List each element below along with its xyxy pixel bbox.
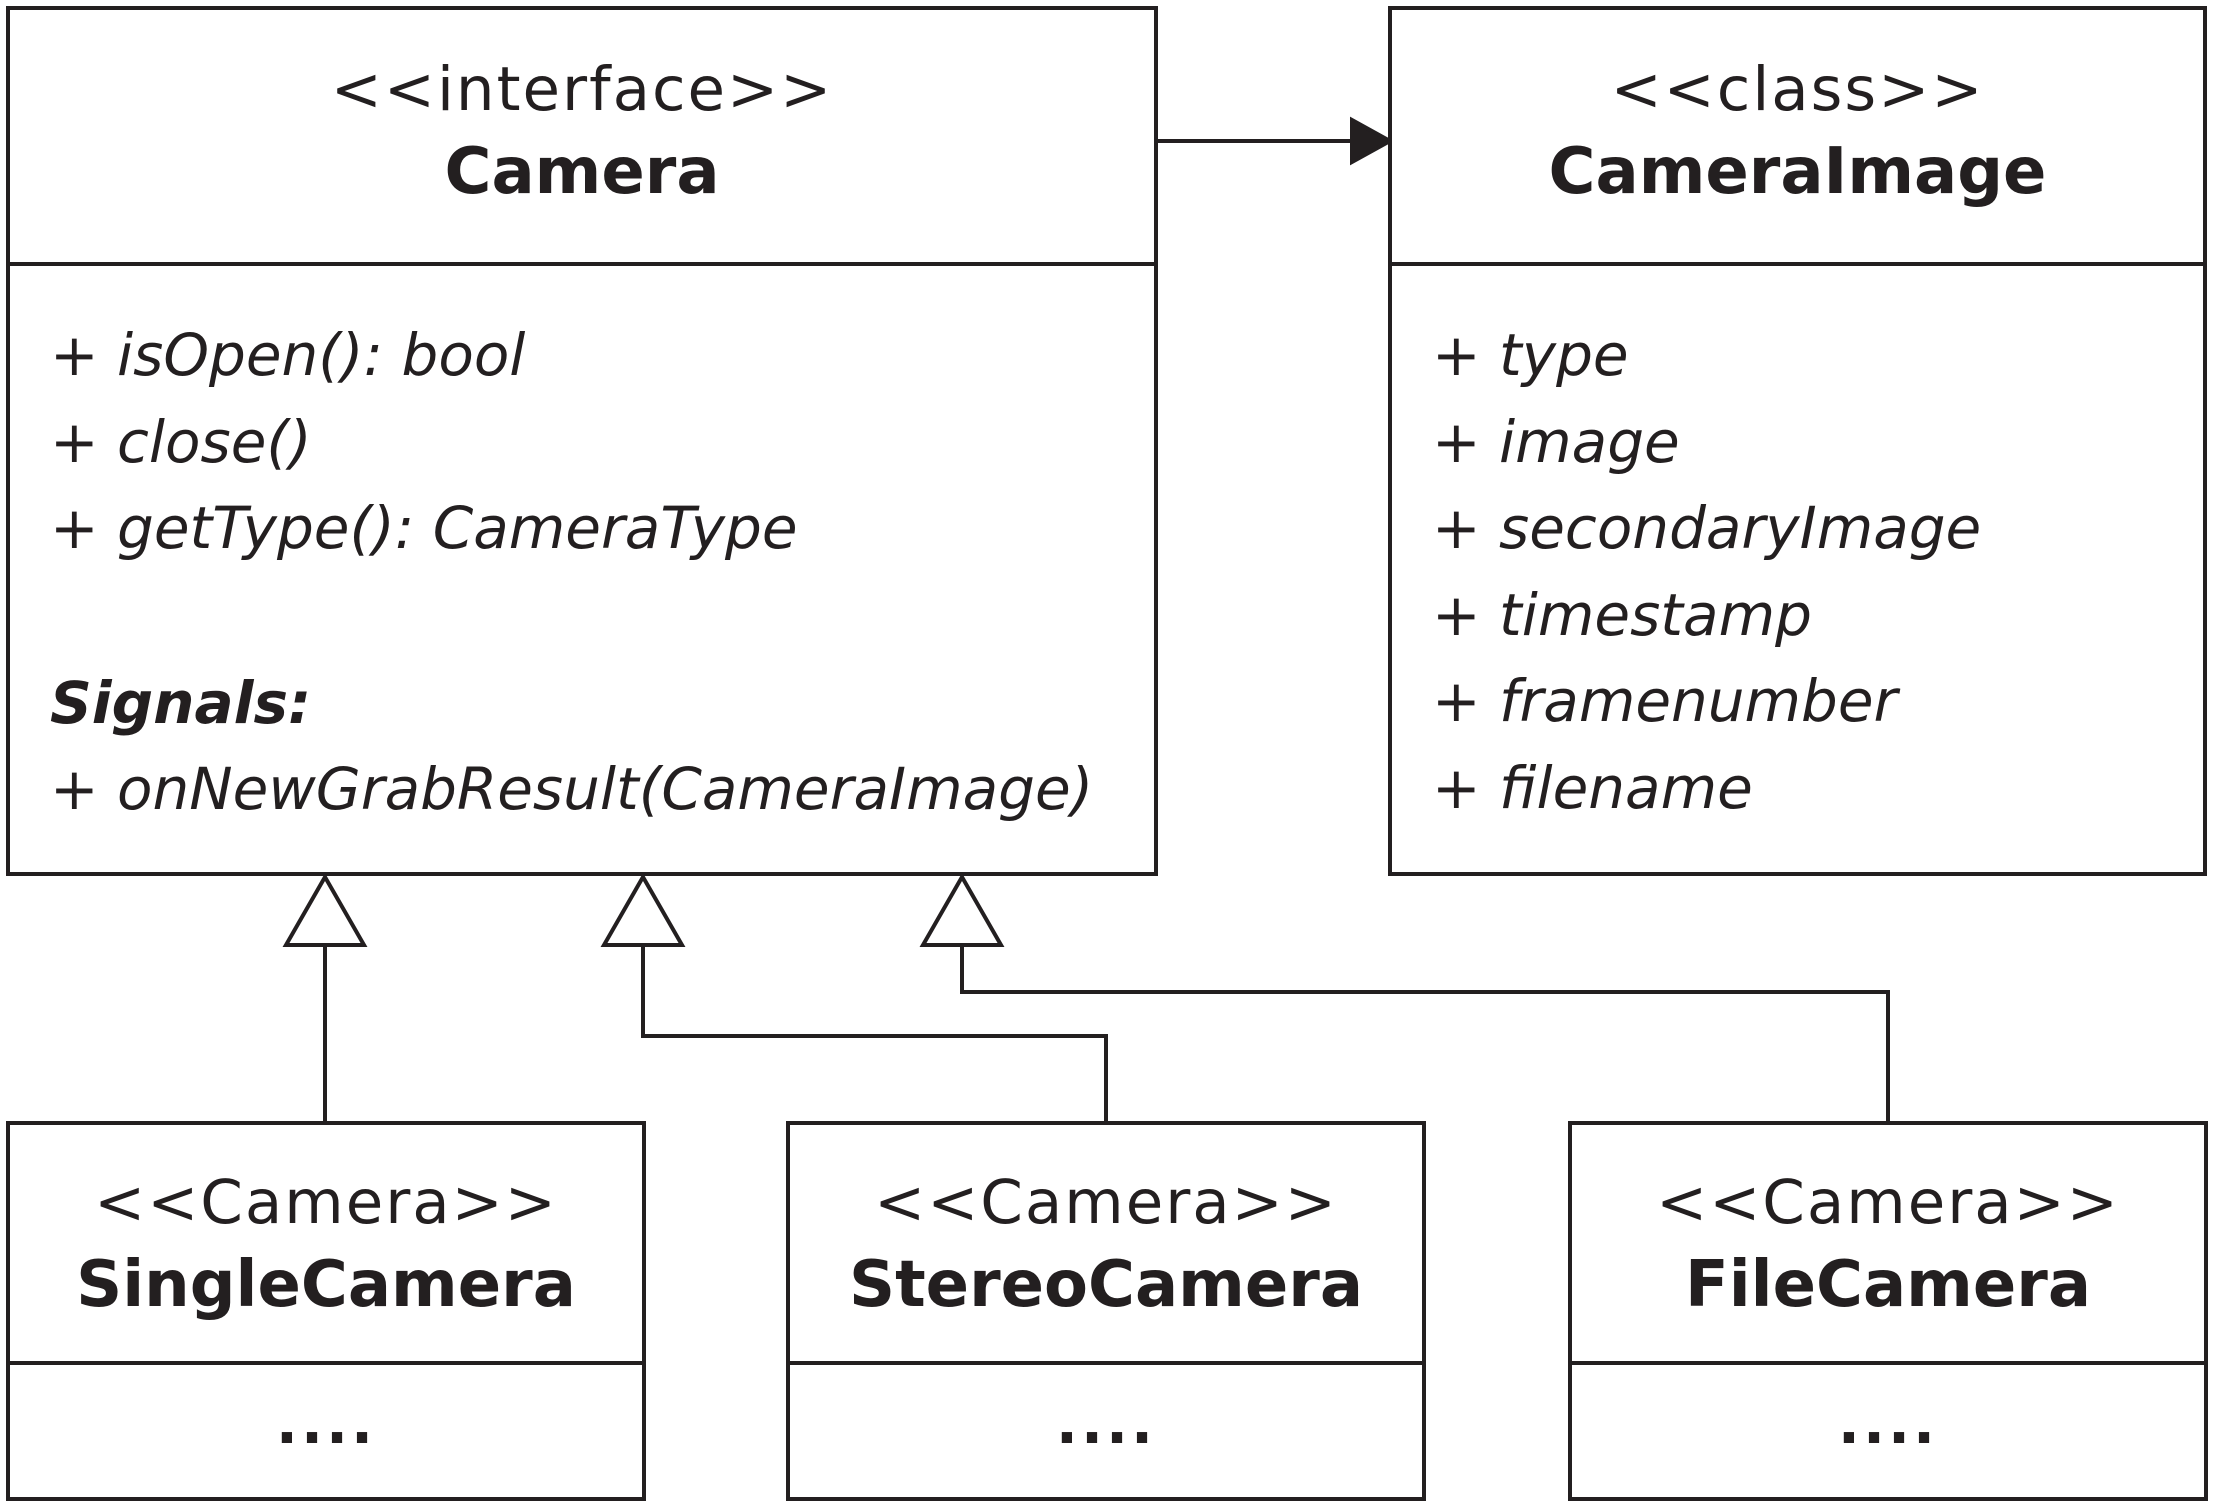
- association-arrowhead: [1350, 116, 1395, 166]
- camera-image-attributes: + type + image + secondaryImage + timest…: [1432, 312, 2193, 831]
- single-camera-name: SingleCamera: [76, 1248, 576, 1322]
- stereo-camera-body: ....: [1055, 1389, 1157, 1457]
- inheritance-line-file: [960, 945, 1890, 1123]
- camera-method: + close(): [50, 407, 312, 476]
- camera-spacer: [50, 572, 1144, 660]
- camera-name: Camera: [444, 135, 720, 209]
- file-camera-header: <<Camera>> FileCamera: [1572, 1125, 2204, 1365]
- camera-image-header: <<class>> CameraImage: [1392, 10, 2203, 266]
- camera-image-attribute: + framenumber: [1432, 667, 1898, 735]
- camera-signals-label: Signals:: [50, 668, 312, 737]
- camera-image-stereotype: <<class>>: [1610, 54, 1985, 125]
- single-camera-header: <<Camera>> SingleCamera: [10, 1125, 642, 1365]
- camera-image-class-box: <<class>> CameraImage + type + image + s…: [1388, 6, 2207, 876]
- stereo-camera-header: <<Camera>> StereoCamera: [790, 1125, 1422, 1365]
- file-camera-box: <<Camera>> FileCamera ....: [1568, 1121, 2208, 1501]
- single-camera-body: ....: [275, 1389, 377, 1457]
- camera-header: <<interface>> Camera: [10, 10, 1154, 266]
- camera-members: + isOpen(): bool + close() + getType(): …: [50, 312, 1144, 833]
- single-camera-box: <<Camera>> SingleCamera ....: [6, 1121, 646, 1501]
- camera-interface-box: <<interface>> Camera + isOpen(): bool + …: [6, 6, 1158, 876]
- stereo-camera-stereotype: <<Camera>>: [874, 1167, 1338, 1238]
- inheritance-triangle-single: [282, 872, 368, 947]
- stereo-camera-name: StereoCamera: [848, 1248, 1364, 1322]
- camera-image-attribute: + filename: [1432, 753, 1753, 822]
- camera-image-attribute: + timestamp: [1432, 580, 1812, 649]
- inheritance-line-stereo: [641, 945, 1108, 1123]
- single-camera-stereotype: <<Camera>>: [94, 1167, 558, 1238]
- camera-method: + isOpen(): bool: [50, 321, 526, 389]
- stereo-camera-box: <<Camera>> StereoCamera ....: [786, 1121, 1426, 1501]
- camera-image-attribute: + image: [1432, 407, 1680, 476]
- inheritance-triangle-file: [919, 872, 1005, 947]
- camera-stereotype: <<interface>>: [330, 54, 834, 125]
- camera-image-attribute: + secondaryImage: [1432, 494, 1982, 562]
- camera-image-name: CameraImage: [1548, 135, 2047, 209]
- camera-signal: + onNewGrabResult(CameraImage): [50, 755, 1094, 823]
- file-camera-stereotype: <<Camera>>: [1656, 1167, 2120, 1238]
- file-camera-name: FileCamera: [1685, 1248, 2091, 1322]
- camera-image-attribute: + type: [1432, 321, 1629, 389]
- inheritance-triangle-stereo: [600, 872, 686, 947]
- file-camera-body: ....: [1837, 1389, 1939, 1457]
- camera-method: + getType(): CameraType: [50, 494, 798, 562]
